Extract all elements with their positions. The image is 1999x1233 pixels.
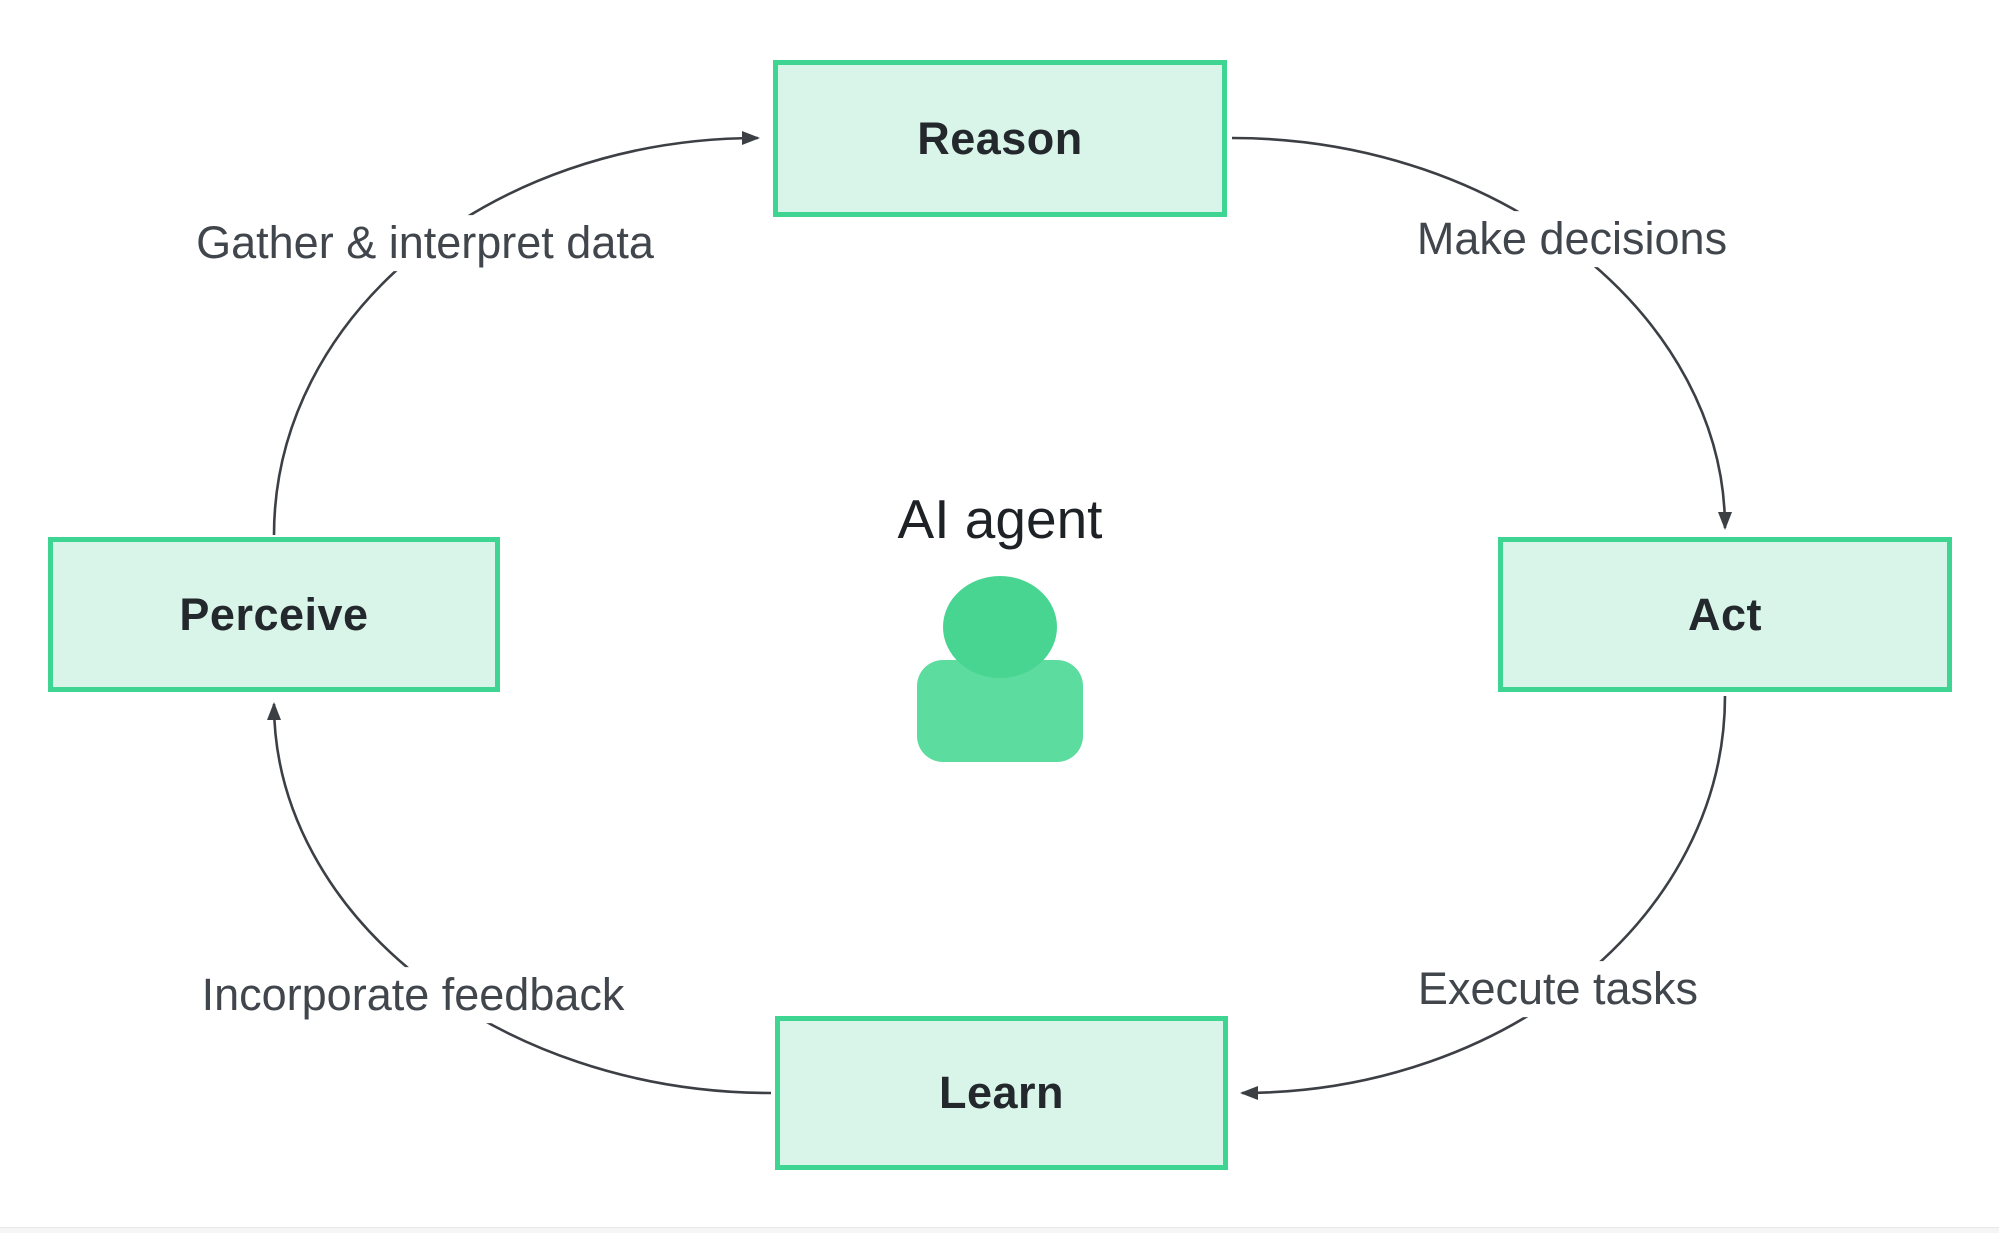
node-learn: Learn: [775, 1016, 1228, 1170]
arrow-reason-to-act: [1231, 136, 1732, 530]
edge-label-gather-interpret-data: Gather & interpret data: [184, 215, 666, 271]
node-act-label: Act: [1687, 588, 1762, 640]
edge-label-execute-tasks: Execute tasks: [1405, 961, 1711, 1017]
arrow-act-to-learn: [1240, 695, 1727, 1100]
node-reason: Reason: [773, 60, 1227, 217]
person-icon-head: [943, 576, 1057, 678]
edge-label-incorporate-feedback: Incorporate feedback: [189, 967, 637, 1023]
center-title: AI agent: [897, 488, 1103, 550]
page-bottom-edge: [0, 1227, 1999, 1233]
edge-label-make-decisions: Make decisions: [1404, 211, 1740, 267]
arrow-perceive-to-reason: [272, 131, 760, 536]
node-reason-label: Reason: [917, 112, 1083, 164]
node-perceive-label: Perceive: [179, 588, 369, 640]
node-learn-label: Learn: [938, 1067, 1065, 1118]
node-act: Act: [1498, 537, 1952, 692]
arrow-learn-to-perceive: [267, 702, 772, 1095]
node-perceive: Perceive: [48, 537, 500, 692]
